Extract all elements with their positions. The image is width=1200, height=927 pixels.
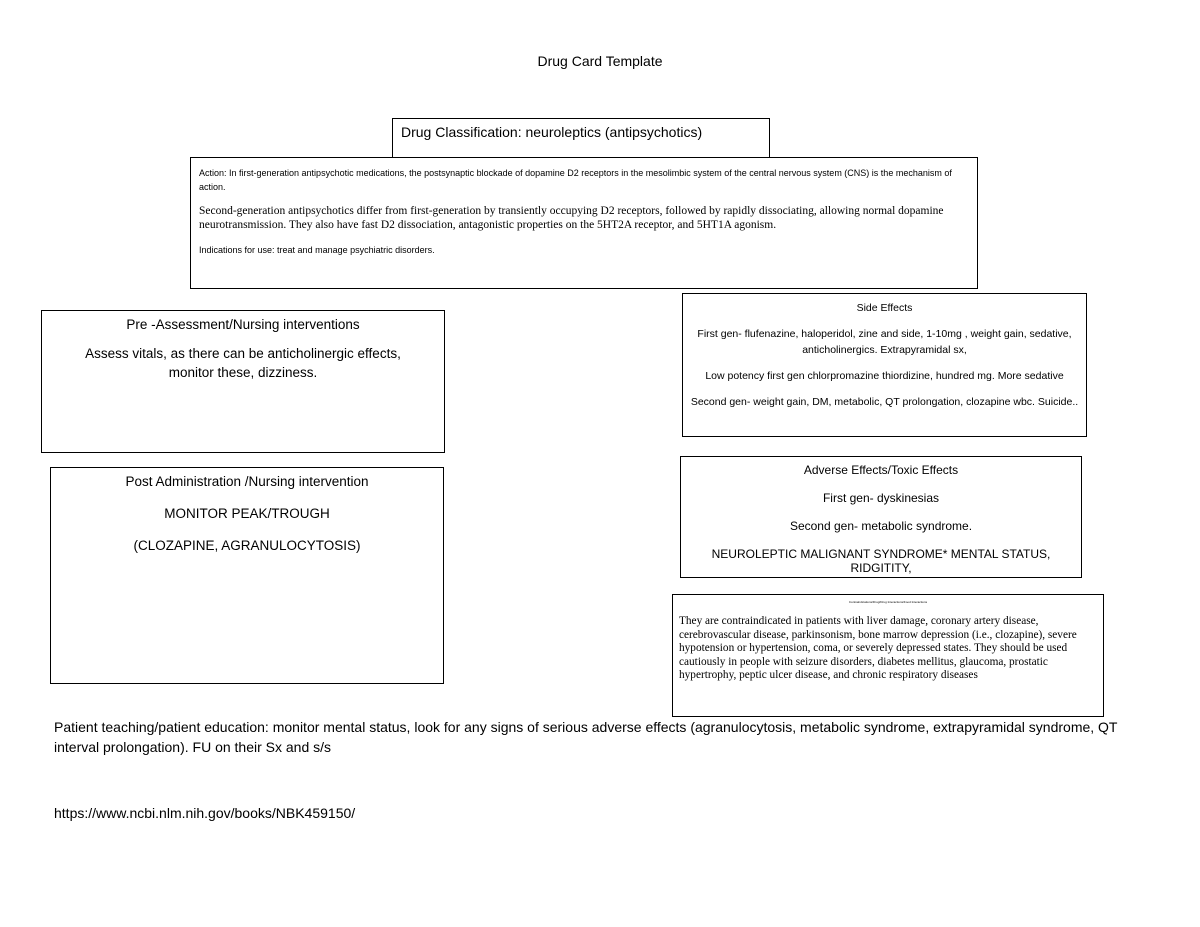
reference-link[interactable]: https://www.ncbi.nlm.nih.gov/books/NBK45… [54,805,356,821]
side-effects-second-gen: Second gen- weight gain, DM, metabolic, … [690,396,1079,408]
pre-assessment-body: Assess vitals, as there can be anticholi… [85,346,401,380]
side-effects-first-gen: First gen- flufenazine, haloperidol, zin… [697,328,1072,356]
post-administration-line-2: (CLOZAPINE, AGRANULOCYTOSIS) [133,538,361,553]
post-administration-line-1: MONITOR PEAK/TROUGH [164,506,330,521]
adverse-effects-box: Adverse Effects/Toxic Effects First gen-… [680,456,1082,578]
adverse-effects-first-gen: First gen- dyskinesias [822,491,940,505]
pre-assessment-heading: Pre -Assessment/Nursing interventions [126,317,360,332]
side-effects-heading: Side Effects [856,302,913,314]
drug-classification-box: Drug Classification: neuroleptics (antip… [392,118,770,158]
contraindications-heading: Contraindications/Drug/Drug Interactions… [848,600,928,604]
second-generation-text: Second-generation antipsychotics differ … [199,205,944,231]
action-box: Action: In first-generation antipsychoti… [190,157,978,289]
side-effects-low-potency: Low potency first gen chlorpromazine thi… [705,370,1064,382]
contraindications-box: Contraindications/Drug/Drug Interactions… [672,594,1104,717]
adverse-effects-heading: Adverse Effects/Toxic Effects [803,463,959,477]
drug-classification-text: Drug Classification: neuroleptics (antip… [401,124,703,140]
pre-assessment-box: Pre -Assessment/Nursing interventions As… [41,310,445,453]
page-title: Drug Card Template [537,53,663,69]
action-text: Action: In first-generation antipsychoti… [199,168,952,192]
post-administration-heading: Post Administration /Nursing interventio… [125,474,369,489]
contraindications-body: They are contraindicated in patients wit… [679,615,1077,682]
adverse-effects-second-gen: Second gen- metabolic syndrome. [789,519,973,533]
adverse-effects-nms: NEUROLEPTIC MALIGNANT SYNDROME* MENTAL S… [711,547,1051,575]
post-administration-box: Post Administration /Nursing interventio… [50,467,444,684]
patient-teaching-text: Patient teaching/patient education: moni… [54,719,1118,755]
indications-text: Indications for use: treat and manage ps… [199,245,435,255]
side-effects-box: Side Effects First gen- flufenazine, hal… [682,293,1087,437]
